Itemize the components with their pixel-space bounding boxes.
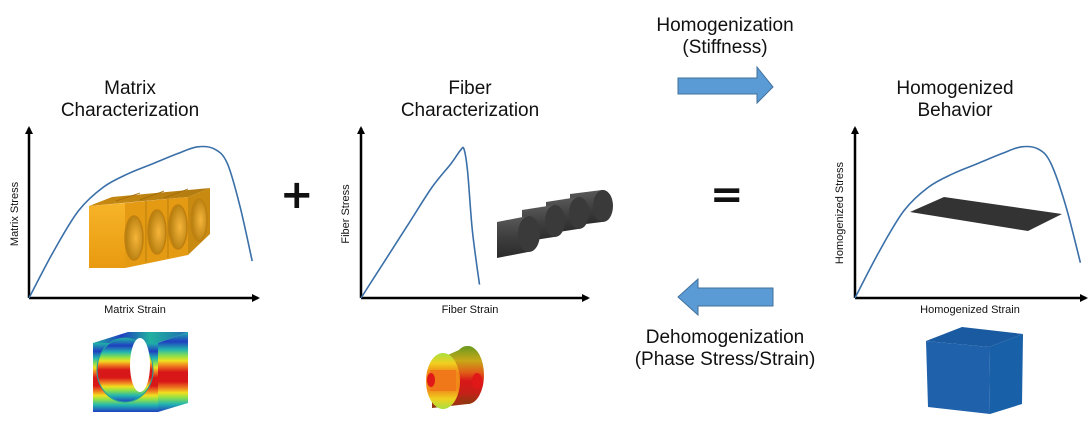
dehomogenization-label: Dehomogenization (Phase Stress/Strain) [615, 327, 835, 371]
matrix-xlabel: Matrix Strain [104, 304, 166, 316]
homogenized-title: Homogenized Behavior [845, 78, 1065, 122]
homogenized-xlabel: Homogenized Strain [920, 304, 1020, 316]
dehomogenization-arrow [677, 277, 774, 317]
fiber-title: Fiber Characterization [360, 78, 580, 122]
homogenized-title-line2: Behavior [917, 100, 993, 121]
matrix-title-line1: Matrix [104, 78, 156, 99]
fiber-axes [357, 126, 590, 302]
homogenized-stress-strain-curve [854, 145, 1082, 299]
matrix-title-line2: Characterization [60, 100, 200, 121]
fiber-cylinders-model [497, 190, 613, 258]
fiber-fe-contour-model [426, 346, 484, 409]
matrix-stress-strain-curve [28, 145, 253, 299]
homogenized-cube-model [926, 327, 1023, 414]
dehomogenization-line2: (Phase Stress/Strain) [634, 349, 816, 370]
homogenization-line2: (Stiffness) [682, 37, 768, 58]
homogenized-title-line1: Homogenized [896, 78, 1014, 99]
plus-sign: + [280, 172, 314, 218]
fiber-title-line2: Characterization [400, 100, 540, 121]
fiber-title-line1: Fiber [448, 78, 492, 99]
fiber-stress-strain-curve [360, 146, 481, 299]
matrix-axes [25, 126, 260, 302]
fiber-xlabel: Fiber Strain [441, 304, 499, 316]
dehomogenization-line1: Dehomogenization [645, 327, 805, 348]
equals-sign: = [710, 172, 744, 218]
homogenized-plate-model [910, 197, 1062, 231]
matrix-title: Matrix Characterization [20, 78, 240, 122]
homogenization-line1: Homogenization [656, 15, 794, 36]
matrix-unit-cells-model [89, 188, 210, 268]
fiber-cylinder [497, 216, 540, 258]
homogenization-arrow [677, 65, 774, 105]
homogenization-label: Homogenization (Stiffness) [630, 15, 820, 59]
matrix-fe-contour-model [93, 332, 188, 412]
homogenized-axes [851, 126, 1088, 302]
